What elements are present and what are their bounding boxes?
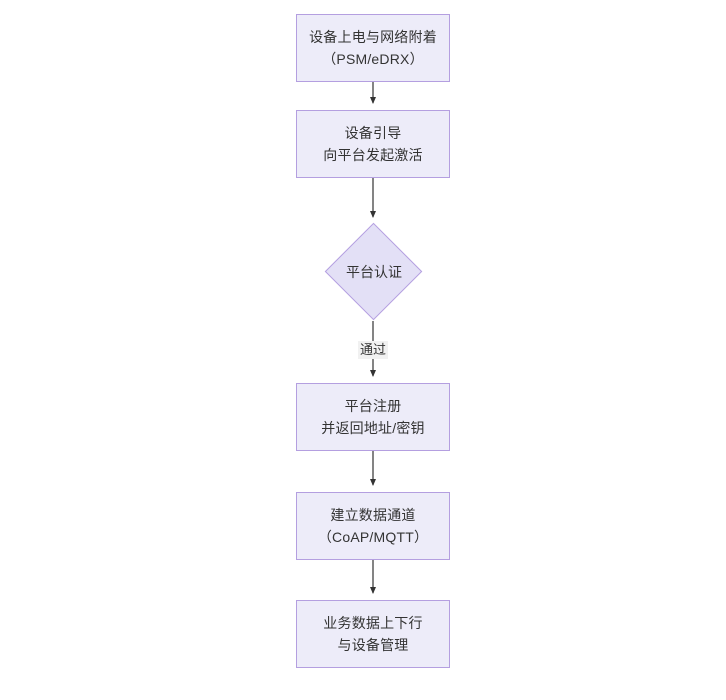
node-label: 平台认证 (346, 264, 402, 280)
node-label: 设备引导 向平台发起激活 (323, 125, 423, 163)
edge-label-pass: 通过 (357, 341, 389, 359)
node-label: 建立数据通道 （CoAP/MQTT） (317, 507, 429, 545)
node-device-bootstrap[interactable]: 设备引导 向平台发起激活 (296, 110, 450, 178)
node-label: 平台注册 并返回地址/密钥 (321, 398, 425, 436)
node-establish-data-channel[interactable]: 建立数据通道 （CoAP/MQTT） (296, 492, 450, 560)
node-device-power-on[interactable]: 设备上电与网络附着 （PSM/eDRX） (296, 14, 450, 82)
node-label: 设备上电与网络附着 （PSM/eDRX） (309, 29, 437, 67)
node-platform-auth-decision[interactable]: 平台认证 (324, 222, 423, 321)
node-label: 业务数据上下行 与设备管理 (323, 615, 423, 653)
node-business-data-and-device-management[interactable]: 业务数据上下行 与设备管理 (296, 600, 450, 668)
node-platform-register[interactable]: 平台注册 并返回地址/密钥 (296, 383, 450, 451)
